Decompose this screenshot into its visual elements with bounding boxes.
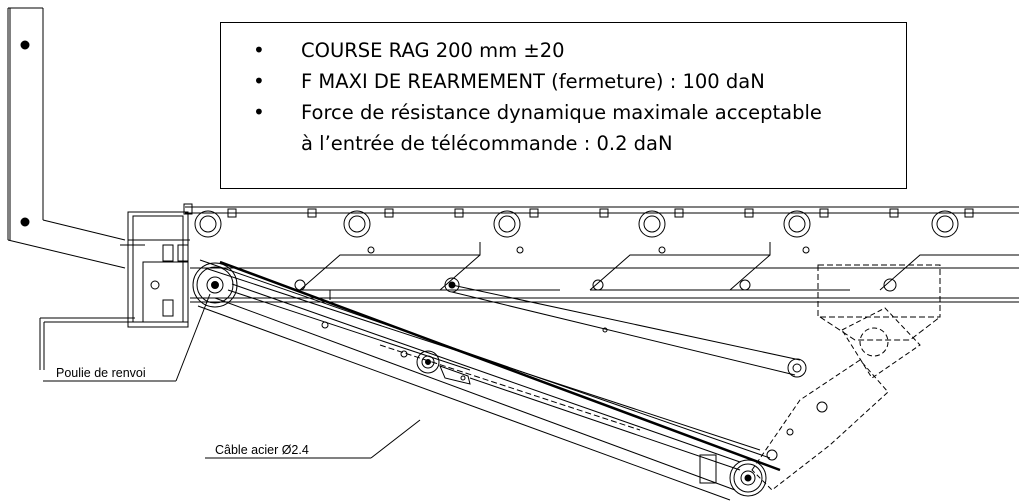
right-link-box bbox=[817, 264, 941, 341]
callout-pulley-label: Poulie de renvoi bbox=[56, 366, 146, 380]
callout-cable-label: Câble acier Ø2.4 bbox=[215, 443, 309, 457]
hinge-row bbox=[194, 208, 974, 238]
pin-markers bbox=[321, 321, 828, 461]
note-stroke: COURSE RAG 200 mm ±20 bbox=[249, 35, 822, 66]
wall-profile bbox=[39, 317, 135, 370]
bracket-assembly bbox=[120, 203, 193, 328]
lever-arm bbox=[197, 259, 781, 501]
note-resistance-continued: à l’entrée de télécommande : 0.2 daN bbox=[301, 132, 673, 155]
notes-list: COURSE RAG 200 mm ±20 F MAXI DE REARMEME… bbox=[249, 35, 822, 159]
note-resistance: Force de résistance dynamique maximale a… bbox=[249, 97, 822, 128]
pulley-lower bbox=[729, 459, 767, 497]
notes-box: COURSE RAG 200 mm ±20 F MAXI DE REARMEME… bbox=[220, 22, 907, 189]
callout-leaders bbox=[43, 293, 421, 459]
blade-profiles bbox=[294, 242, 1019, 293]
pulley-main bbox=[192, 262, 238, 308]
frame-plate bbox=[7, 7, 126, 269]
crank-arm bbox=[751, 307, 921, 491]
note-reset-force: F MAXI DE REARMEMENT (fermeture) : 100 d… bbox=[249, 66, 822, 97]
tensioner bbox=[400, 350, 471, 385]
connecting-rod bbox=[451, 284, 807, 378]
